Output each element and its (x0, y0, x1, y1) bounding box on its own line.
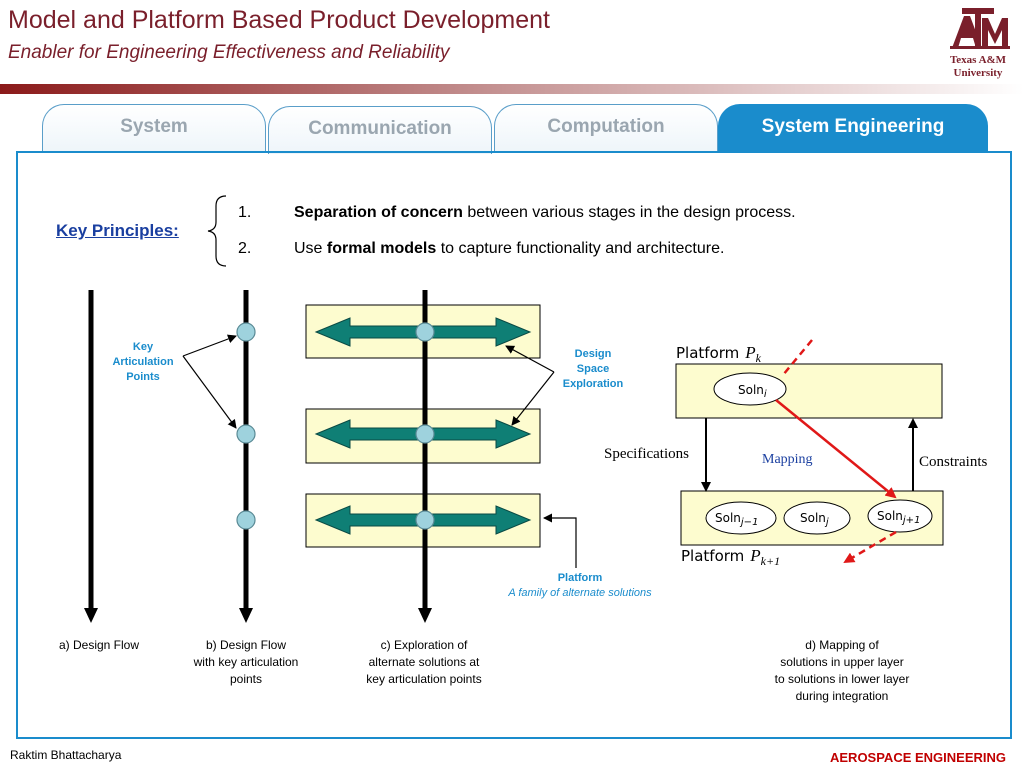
mapping-label: Mapping (762, 452, 813, 467)
soln-j-minus-label: Solnj−1 (715, 511, 758, 528)
articulation-point-2 (236, 424, 256, 444)
design-space-label: Design Space Exploration (562, 348, 624, 390)
mapping-arrow (775, 399, 897, 499)
design-flow-a-arrowhead (84, 608, 98, 623)
tab-computation[interactable]: Computation (494, 104, 718, 152)
caption-c: c) Exploration of alternate solutions at… (366, 638, 482, 686)
mapping-dashed-upper (782, 339, 813, 376)
exploration-point-2 (415, 424, 435, 444)
soln-j-plus-label: Solnj+1 (877, 509, 920, 526)
soln-j-node (783, 501, 851, 535)
content-panel (16, 151, 1012, 739)
principle-1: 1. Separation of concern between various … (238, 204, 796, 222)
constraints-label: Constraints (919, 454, 987, 470)
design-flow-b-arrowhead (239, 608, 253, 623)
principle-2-bold: formal models (326, 240, 437, 257)
exploration-point-1 (415, 322, 435, 342)
specifications-label: Specifications (604, 446, 689, 462)
principle-2-pre: Use (294, 240, 327, 257)
principle-1-number: 1. (238, 204, 252, 221)
tab-system[interactable]: System (42, 104, 266, 152)
articulation-point-3 (236, 510, 256, 530)
principles-brace (207, 195, 227, 267)
tab-communication[interactable]: Communication (268, 106, 492, 154)
key-principles-heading: Key Principles: (56, 221, 179, 240)
caption-d: d) Mapping of solutions in upper layer t… (774, 638, 910, 703)
principle-1-bold: Separation of concern (294, 204, 463, 221)
platform-family-label: Platform A family of alternate solutions (508, 572, 652, 599)
footer-department: AEROSPACE ENGINEERING (830, 750, 1007, 765)
tab-communication-label: Communication (308, 118, 452, 139)
platform-pointer (543, 513, 577, 568)
footer-author: Raktim Bhattacharya (10, 748, 122, 762)
tab-system-engineering[interactable]: System Engineering (718, 104, 988, 152)
tab-system-label: System (120, 116, 188, 137)
soln-j-label: Solnj (800, 511, 829, 528)
soln-i-label: Solni (738, 383, 767, 400)
design-flow-c-arrowhead (418, 608, 432, 623)
tab-system-engineering-label: System Engineering (761, 116, 945, 137)
slide-subtitle: Enabler for Engineering Effectiveness an… (8, 42, 450, 63)
articulation-point-1 (236, 322, 256, 342)
texas-am-logo: Texas A&M University (950, 8, 1010, 79)
soln-i-node (713, 372, 787, 406)
design-space-pointer-1 (505, 345, 555, 373)
articulation-pointer-2 (182, 355, 237, 429)
mapping-dashed-lower (843, 530, 897, 564)
principle-2: 2. Use formal models to capture functiona… (238, 240, 724, 258)
slide-title: Model and Platform Based Product Develop… (8, 6, 550, 34)
principle-2-text: to capture functionality and architectur… (436, 240, 725, 257)
svg-text:Texas A&M: Texas A&M (950, 54, 1007, 66)
header-gradient-bar (0, 84, 1024, 94)
articulation-pointer-1 (182, 334, 237, 357)
caption-b: b) Design Flow with key articulation poi… (193, 638, 299, 686)
key-articulation-label: Key Articulation Points (112, 341, 174, 383)
tab-computation-label: Computation (547, 116, 665, 137)
exploration-point-3 (415, 510, 435, 530)
soln-j-plus-node (867, 499, 933, 533)
soln-j-minus-node (705, 501, 777, 535)
svg-text:University: University (954, 67, 1003, 79)
principle-2-number: 2. (238, 240, 252, 257)
principle-1-text: between various stages in the design pro… (462, 204, 796, 221)
design-space-pointer-2 (511, 371, 555, 426)
caption-a: a) Design Flow (58, 638, 140, 652)
